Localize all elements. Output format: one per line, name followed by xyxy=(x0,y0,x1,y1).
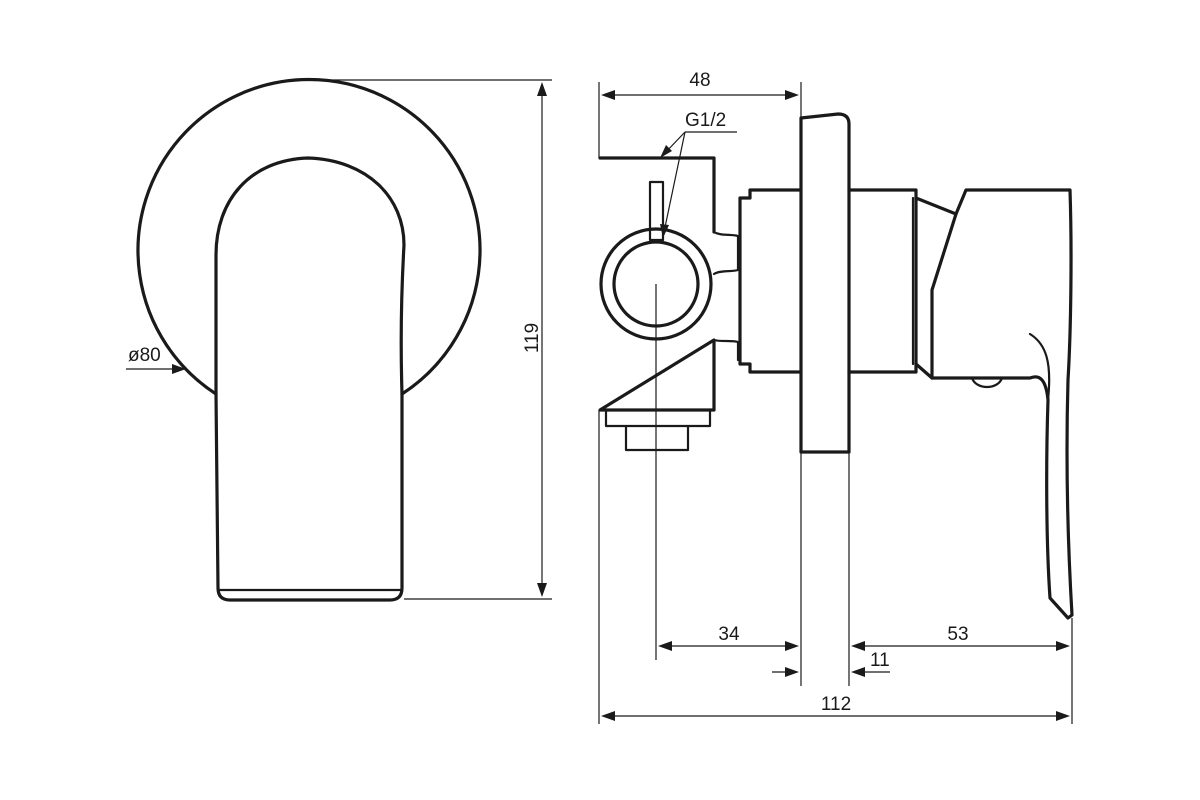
overall-depth-dimension: 112 xyxy=(601,694,1070,721)
diameter-dimension: ø80 xyxy=(126,345,186,374)
bottom-thread xyxy=(604,408,712,452)
thread-callout: G1/2 xyxy=(660,110,737,238)
handle-projection-dimension: 53 xyxy=(851,624,1070,651)
thread-label: G1/2 xyxy=(685,110,726,131)
valve-body xyxy=(598,156,716,412)
axis-to-wall-dimension: 34 xyxy=(658,624,799,651)
wall-plate xyxy=(799,112,851,454)
plate-thickness-dimension: 11 xyxy=(772,650,890,677)
escutcheon-circle xyxy=(136,77,482,396)
overall-depth-label: 112 xyxy=(821,694,851,715)
diameter-label: ø80 xyxy=(128,345,161,366)
axis-to-wall-label: 34 xyxy=(718,624,740,645)
handle-inner-curve xyxy=(1028,332,1051,402)
side-view xyxy=(598,112,1074,620)
depth-top-dimension: 48 xyxy=(598,70,802,158)
lever-handle-side xyxy=(930,188,1074,620)
height-dimension: 119 xyxy=(300,79,552,600)
handle-projection-label: 53 xyxy=(947,624,968,645)
front-view xyxy=(136,77,482,602)
height-label: 119 xyxy=(522,323,543,353)
lever-handle-front xyxy=(214,156,406,602)
body-neck xyxy=(712,230,740,362)
handle-pivot xyxy=(970,376,1004,389)
top-stub xyxy=(648,180,665,242)
plate-thickness-label: 11 xyxy=(870,650,890,671)
trim-collar xyxy=(847,188,918,374)
handle-taper xyxy=(914,196,958,380)
cartridge-sleeve xyxy=(738,188,802,374)
depth-top-label: 48 xyxy=(689,70,710,91)
